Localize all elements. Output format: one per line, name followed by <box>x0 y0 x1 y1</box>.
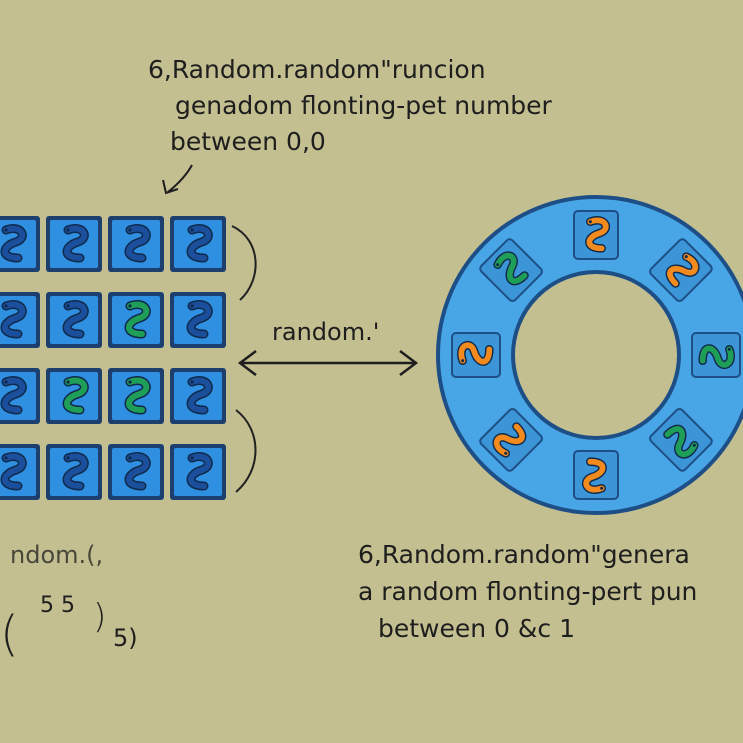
orange-snake-icon <box>479 408 543 472</box>
bottom-right-annotation: 6,Random.random"genera a random flonting… <box>358 540 697 643</box>
formula-close-paren: ) <box>93 597 106 637</box>
grid-tile <box>170 216 226 272</box>
arrow-left-head <box>237 350 257 376</box>
orange-snake-icon <box>573 210 619 260</box>
arrow-right-head <box>399 350 419 376</box>
python-snake-icon <box>186 224 213 263</box>
grid-tile <box>108 368 164 424</box>
grid-tile <box>0 216 40 272</box>
python-snake-icon <box>0 224 27 263</box>
python-snake-icon <box>62 452 89 491</box>
top-note-line-2: genadom flonting-pet number <box>175 91 553 120</box>
grid-tile <box>0 444 40 500</box>
grid-tile <box>46 292 102 348</box>
python-snake-icon <box>186 452 213 491</box>
orange-snake-icon <box>451 332 501 378</box>
bottom-left-formula: ndom.(, ( 5 5 ) 5) <box>0 541 138 662</box>
python-snake-icon <box>62 300 89 339</box>
python-snake-icon <box>0 300 27 339</box>
bottom-note-line-1: 6,Random.random"genera <box>358 540 690 569</box>
ring-icons <box>451 210 741 500</box>
green-snake-icon <box>691 332 741 378</box>
ring-diagram <box>436 195 743 515</box>
double-arrow: random.' <box>237 318 419 376</box>
green-snake-icon <box>649 408 713 472</box>
bottom-note-line-3: between 0 &c 1 <box>378 614 575 643</box>
grid-tile <box>46 444 102 500</box>
grid-tile <box>0 368 40 424</box>
pointer-arrow <box>167 164 193 193</box>
grid-tile <box>170 444 226 500</box>
grid-tile <box>108 216 164 272</box>
arrow-label: random.' <box>272 318 379 346</box>
formula-open-paren: ( <box>0 606 19 662</box>
grid-tile <box>170 292 226 348</box>
top-note-line-3: between 0,0 <box>170 127 326 156</box>
orange-snake-icon <box>649 238 713 302</box>
orange-snake-icon <box>573 450 619 500</box>
bottom-note-line-2: a random flonting-pert pun <box>358 577 697 606</box>
python-snake-icon <box>124 224 151 263</box>
green-snake-icon <box>479 238 543 302</box>
pointer-arrow-head <box>162 179 179 195</box>
bracket-top <box>231 225 257 301</box>
bracket-bottom <box>235 409 257 493</box>
grid-tile <box>46 216 102 272</box>
formula-subscript: 5) <box>113 624 138 652</box>
python-snake-icon <box>124 452 151 491</box>
python-snake-icon <box>0 376 27 415</box>
python-snake-icon <box>124 376 151 415</box>
grid-tile <box>46 368 102 424</box>
grid-tile <box>108 292 164 348</box>
grid-tile <box>0 292 40 348</box>
python-snake-icon <box>62 376 89 415</box>
grid-tile <box>170 368 226 424</box>
ring-hole <box>511 270 681 440</box>
python-snake-icon <box>62 224 89 263</box>
top-note-line-1: 6,Random.random"runcion <box>148 55 486 84</box>
grid-tile <box>108 444 164 500</box>
python-snake-icon <box>0 452 27 491</box>
top-annotation: 6,Random.random"runcion genadom flonting… <box>148 55 553 195</box>
formula-line-1: ndom.(, <box>10 541 103 569</box>
python-snake-icon <box>186 300 213 339</box>
tile-grid <box>0 216 226 500</box>
formula-numbers: 5 5 <box>40 593 75 618</box>
python-snake-icon <box>186 376 213 415</box>
python-snake-icon <box>124 300 151 339</box>
